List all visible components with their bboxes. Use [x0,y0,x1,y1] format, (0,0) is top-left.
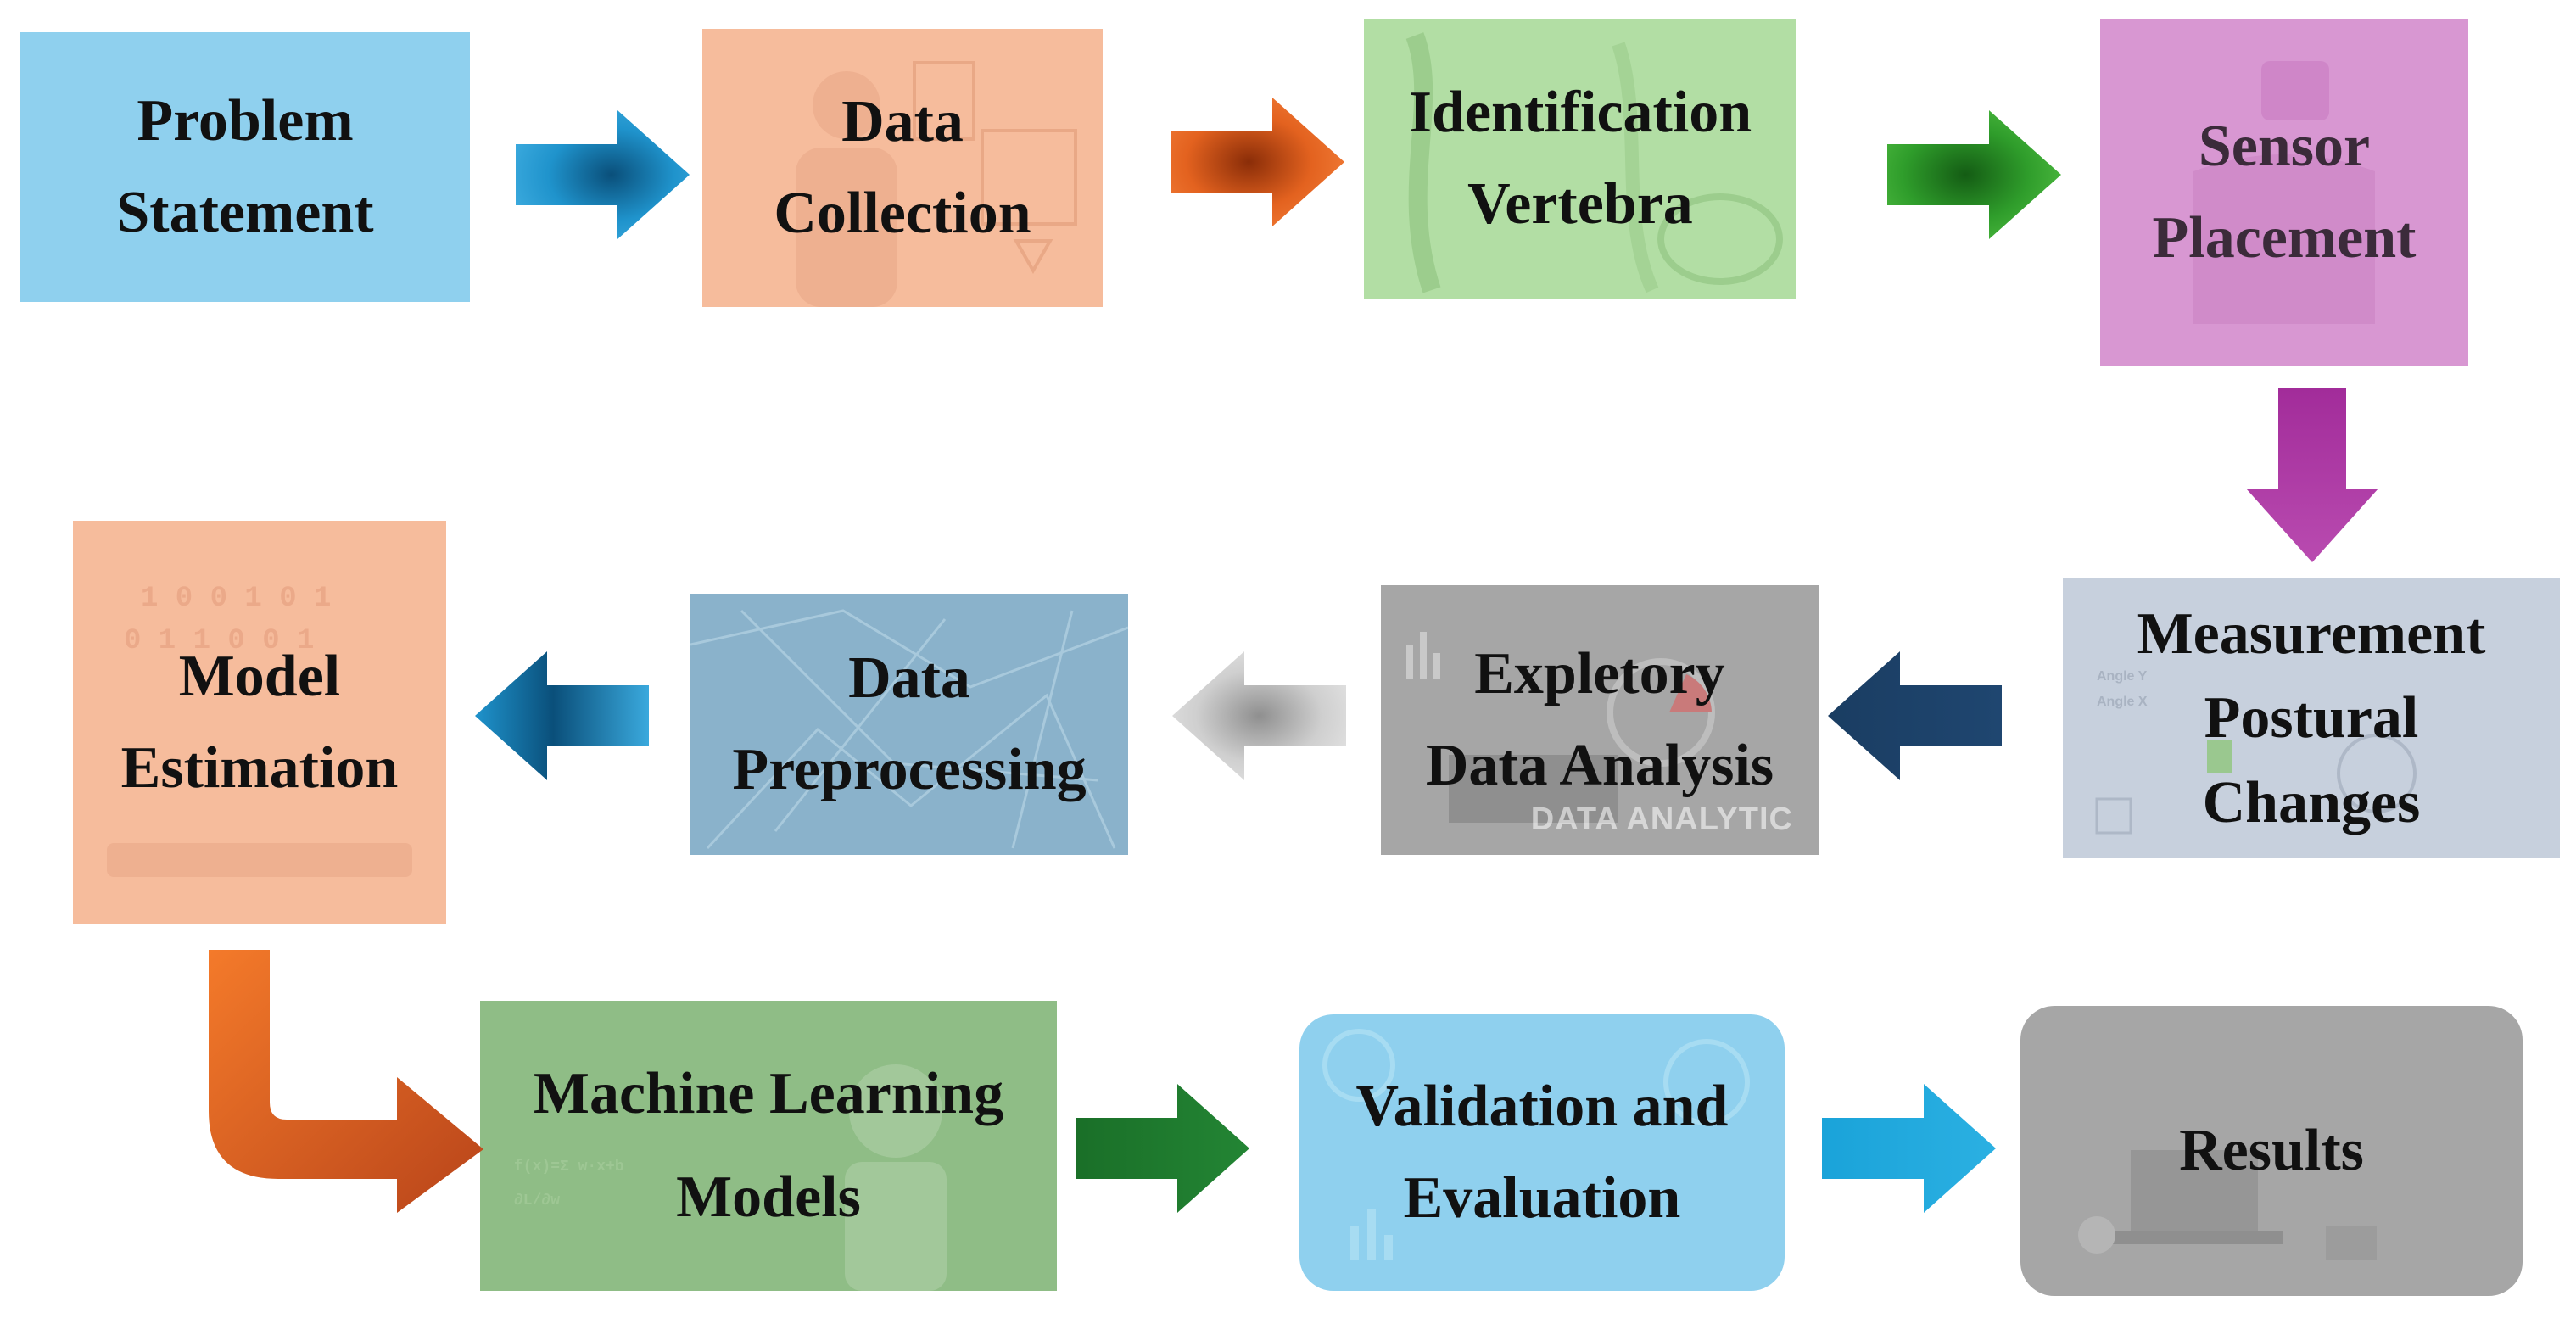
step-identification-vertebra: Identification Vertebra [1364,19,1796,299]
step-label: Model Estimation [120,643,399,801]
step-label: Data Preprocessing [732,645,1087,803]
step-label: Data Collection [774,88,1031,247]
step-sensor-placement: Sensor Placement [2100,19,2468,366]
step-validation-evaluation: Validation and Evaluation [1299,1014,1785,1291]
step-label: Machine Learning Models [533,1060,1004,1231]
arrow-down-icon [2246,388,2378,562]
arrow-left-icon [1828,651,2002,780]
arrow-right-icon [1171,98,1344,226]
step-expletory-data-analysis: DATA ANALYTIC Expletory Data Analysis [1381,585,1819,855]
step-label: Sensor Placement [2152,113,2417,271]
step-measurement-postural-changes: Angle Y Angle X Measurement Postural Cha… [2063,578,2560,858]
step-label: Problem Statement [116,87,374,246]
step-label: Results [2179,1117,2364,1183]
arrow-right-icon [1887,110,2061,239]
step-model-estimation: 1 0 0 1 0 1 0 1 1 0 0 1 Model Estimation [73,521,446,924]
step-results: Results [2020,1006,2523,1296]
step-machine-learning-models: f(x)=Σ w·x+b ∂L/∂w Machine Learning Mode… [480,1001,1057,1291]
arrow-left-icon [475,651,649,780]
arrow-right-icon [1076,1084,1249,1213]
arrow-right-icon [516,110,690,239]
arrow-right-icon [1822,1084,1996,1213]
step-problem-statement: Problem Statement [20,32,470,302]
step-label: Identification Vertebra [1408,79,1752,237]
arrow-left-icon [1172,651,1346,780]
step-label: Validation and Evaluation [1355,1073,1729,1231]
svg-text:1 0 0 1 0 1: 1 0 0 1 0 1 [141,583,331,615]
step-label: Expletory Data Analysis [1425,640,1774,799]
step-label: Measurement Postural Changes [2137,600,2486,835]
step-data-preprocessing: Data Preprocessing [690,594,1128,855]
step-data-collection: Data Collection [702,29,1103,307]
arrow-elbow-icon [204,950,483,1213]
